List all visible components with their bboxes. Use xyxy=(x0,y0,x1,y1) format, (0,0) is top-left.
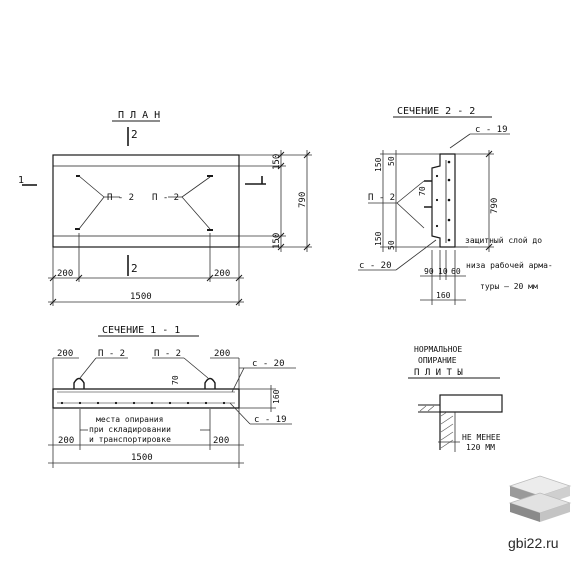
section-1-1-dim-200-bl: 200 xyxy=(58,436,74,446)
section-1-1-dim-200-tl: 200 xyxy=(57,349,73,359)
plan-loop-label-right: П - 2 xyxy=(152,193,179,203)
plan-loop-label-left: П - 2 xyxy=(107,193,134,203)
section-1-1-slab xyxy=(52,388,240,409)
support-title-1: НОРМАЛЬНОЕ xyxy=(414,345,462,354)
support-title-2: ОПИРАНИЕ xyxy=(418,356,457,365)
watermark-site: gbi22.ru xyxy=(508,535,559,551)
section-2-2-c19: с - 19 xyxy=(475,125,508,135)
section-2-2-p2: П - 2 xyxy=(368,193,395,203)
watermark-logo: gbi22.ru xyxy=(508,475,572,551)
plan-title: П Л А Н xyxy=(118,110,160,121)
section-2-2-profile xyxy=(431,153,456,248)
section-2-2-dim-50-top: 50 xyxy=(387,156,396,166)
section-2-2-dim-50-bottom: 50 xyxy=(387,240,396,250)
plan-dim-150-top: 150 xyxy=(272,154,282,170)
plan-section-mark: 1 xyxy=(18,175,24,186)
section-2-2-dim-10: 10 xyxy=(438,267,448,276)
section-1-1-dim-200-tr: 200 xyxy=(214,349,230,359)
support-title-3: П Л И Т Ы xyxy=(414,368,463,378)
section-1-1-dim-160: 160 xyxy=(272,389,281,404)
section-1-1-loop-right xyxy=(204,377,216,389)
section-1-1-dim-70: 70 xyxy=(171,375,180,385)
section-1-1-dim-1500: 1500 xyxy=(131,453,153,463)
section-1-1-note-2: при складировании xyxy=(89,425,171,434)
section-2-2: СЕЧЕНИЕ 2 - 2 с - 19 150 50 70 150 50 xyxy=(358,106,553,305)
section-2-2-note-2: низа рабочей арма- xyxy=(466,260,553,270)
plan-dim-200-right: 200 xyxy=(214,269,230,279)
section-1-1-c19: с - 19 xyxy=(254,415,287,425)
support-note-1: НЕ МЕНЕЕ xyxy=(462,433,501,442)
section-2-2-dim-790: 790 xyxy=(490,198,500,214)
plan-dim-200-left: 200 xyxy=(57,269,73,279)
plan-view: П Л А Н 2 2 1 П - 2 П - 2 xyxy=(18,110,312,306)
section-2-2-dim-90: 90 xyxy=(424,267,434,276)
section-2-2-dim-60: 60 xyxy=(451,267,461,276)
section-1-1-c20: с - 20 xyxy=(252,359,285,369)
section-1-1-title: СЕЧЕНИЕ 1 - 1 xyxy=(102,325,180,336)
plan-cut-bottom-label: 2 xyxy=(131,262,138,275)
section-2-2-note-3: туры – 20 мм xyxy=(480,282,538,291)
support-slab xyxy=(439,394,503,413)
section-2-2-dim-150-top: 150 xyxy=(374,157,383,172)
section-1-1: СЕЧЕНИЕ 1 - 1 200 П - 2 П - 2 200 70 xyxy=(48,325,296,468)
section-1-1-p2-left: П - 2 xyxy=(98,349,125,359)
section-2-2-title: СЕЧЕНИЕ 2 - 2 xyxy=(397,106,475,117)
section-2-2-dim-150-bottom: 150 xyxy=(374,231,383,246)
section-2-2-dim-160: 160 xyxy=(436,291,451,300)
plan-cut-top-label: 2 xyxy=(131,128,138,141)
section-2-2-dim-70: 70 xyxy=(418,186,427,196)
plan-dim-790: 790 xyxy=(298,192,308,208)
section-1-1-loop-left xyxy=(73,377,85,389)
section-1-1-note-1: места опирания xyxy=(96,415,163,424)
support-detail: НОРМАЛЬНОЕ ОПИРАНИЕ П Л И Т Ы НЕ МЕНЕЕ 1… xyxy=(408,345,503,452)
plan-slab-outline xyxy=(52,154,240,248)
section-2-2-note-1: защитный слой до xyxy=(465,236,542,245)
plan-dim-1500: 1500 xyxy=(130,292,152,302)
section-1-1-note-3: и транспортировке xyxy=(89,435,171,444)
section-1-1-p2-right: П - 2 xyxy=(154,349,181,359)
support-note-2: 120 ММ xyxy=(466,443,495,452)
plan-dim-150-bottom: 150 xyxy=(272,233,282,249)
section-2-2-c20: с - 20 xyxy=(359,261,392,271)
section-1-1-dim-200-br: 200 xyxy=(213,436,229,446)
